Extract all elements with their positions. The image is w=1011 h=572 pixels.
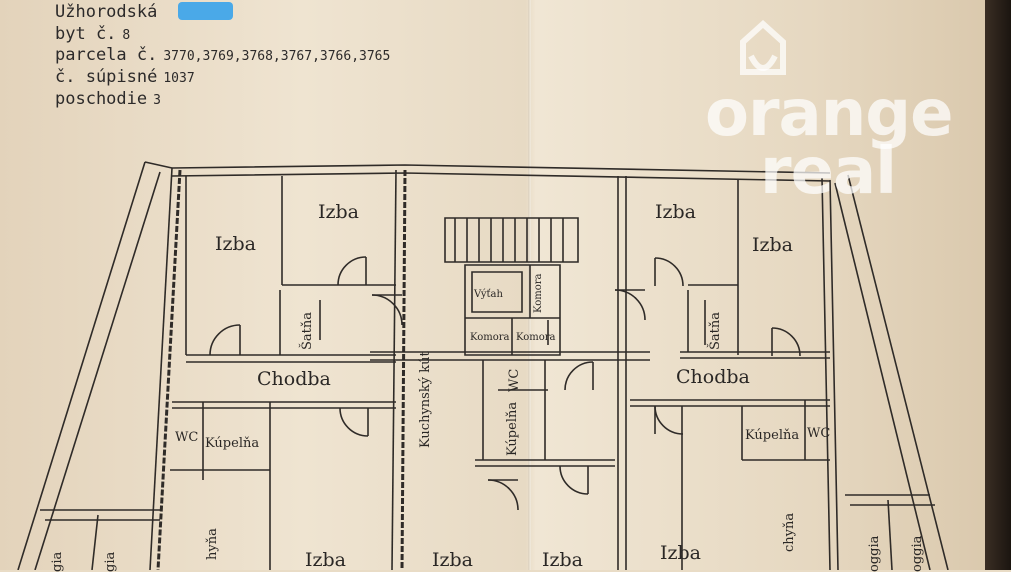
room-label-komora-2: Komora [516,332,556,343]
registry-label: č. súpisné [55,67,158,87]
room-label-vytah: Výťah [474,289,503,300]
apartment-label: byt č. [55,24,117,44]
room-label-izba-bottom-4: Izba [660,542,702,564]
paper-edge-shadow [985,0,1011,570]
room-label-loggia-left-2: gia [103,551,118,572]
parcel-label: parcela č. [55,45,158,65]
room-label-komora-1: Komora [470,332,510,343]
room-label-wc-center: WC [507,368,522,392]
room-label-izba-bottom-3: Izba [542,549,584,571]
room-label-loggia-right-2: oggia [910,535,925,572]
room-label-izba-bottom-1: Izba [305,549,347,571]
street-line: Užhorodská [55,2,157,22]
room-label-izba-left-1: Izba [215,233,257,255]
room-label-wc-right: WC [807,426,831,441]
room-label-izba-bottom-2: Izba [432,549,474,571]
room-label-kupelna-left: Kúpelňa [205,436,260,451]
room-label-komora-vertical: Komora [533,273,544,313]
room-label-kuchyna-right: chyňa [782,512,797,552]
street-name: Užhorodská [55,2,158,22]
registry-line: č. súpisné 1037 [55,67,195,87]
apartment-number: 8 [122,28,131,43]
room-label-loggia-right-1: oggia [867,535,882,572]
room-label-satna-left: Šatňa [300,311,315,350]
floor-line: poschodie 3 [55,89,161,109]
room-label-kupelna-right: Kúpelňa [745,428,800,443]
room-label-wc-left: WC [175,430,199,445]
room-label-kupelna-center: Kúpelňa [505,401,520,456]
apartment-line: byt č. 8 [55,24,130,44]
redaction-mark [178,2,233,20]
room-label-izba-left-2: Izba [318,201,360,223]
floor-number: 3 [153,93,161,108]
room-label-izba-right-1: Izba [655,201,697,223]
parcel-numbers: 3770,3769,3768,3767,3766,3765 [163,49,391,64]
room-label-kuchynsky-kut: Kuchynský kút [418,351,433,448]
room-label-chodba-left: Chodba [257,368,331,390]
registry-number: 1037 [163,71,195,86]
room-label-izba-right-2: Izba [752,234,794,256]
parcel-line: parcela č. 3770,3769,3768,3767,3766,3765 [55,45,390,65]
floor-label: poschodie [55,89,148,109]
room-label-satna-right: Šatňa [708,311,723,350]
room-label-loggia-left-1: gia [50,551,65,572]
room-label-kuchyna-left: hyňa [205,528,220,560]
room-label-chodba-right: Chodba [676,366,750,388]
